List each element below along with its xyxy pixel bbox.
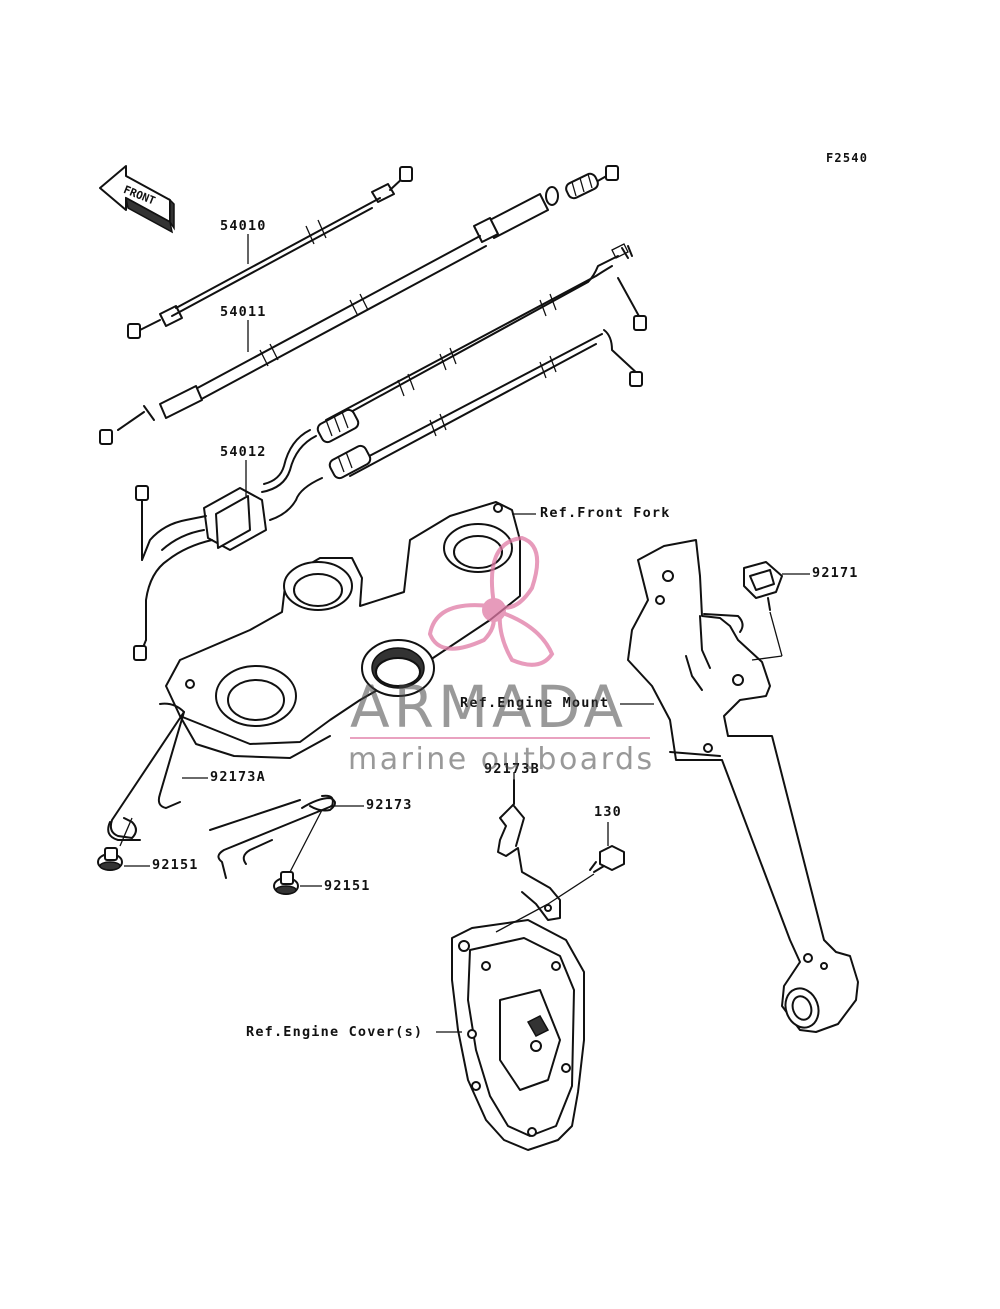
engine-mount-bracket: [627, 539, 859, 1033]
figure-code: F2540: [826, 151, 869, 165]
clutch-cable-54010: [127, 166, 413, 339]
bracket-92173: [209, 794, 336, 879]
front-arrow-label: FRONT: [122, 183, 158, 208]
throttle-cable-54012-lower: [269, 329, 643, 521]
part-label-92173B: 92173B: [484, 761, 540, 777]
watermark-divider: [350, 737, 650, 739]
engine-cover: [451, 919, 585, 1151]
part-label-92151-left: 92151: [152, 857, 199, 873]
bolt-92151-right: [273, 871, 299, 895]
bolt-130: [589, 845, 625, 873]
ref-front-fork: Ref.Front Fork: [540, 505, 671, 521]
ref-engine-cover: Ref.Engine Cover(s): [246, 1024, 424, 1040]
ref-engine-mount: Ref.Engine Mount: [460, 695, 610, 711]
part-label-92151-right: 92151: [324, 878, 371, 894]
part-label-54012: 54012: [220, 444, 267, 460]
front-label-text: FRONT: [122, 183, 158, 208]
throttle-cable-54012-upper: [261, 243, 647, 493]
watermark-brand: ARMADA: [350, 673, 628, 741]
leader-lines: [119, 234, 810, 1033]
clip-92171: [743, 561, 783, 611]
bracket-92173B: [497, 779, 561, 921]
part-label-54011: 54011: [220, 304, 267, 320]
upper-triple-clamp: [165, 501, 521, 759]
bracket-92173A: [107, 702, 185, 841]
front-arrow-icon: [99, 165, 175, 234]
watermark-tagline: marine outboards: [348, 742, 655, 777]
part-label-54010: 54010: [220, 218, 267, 234]
cable-54011: [99, 165, 619, 445]
watermark-logo-icon: [427, 535, 555, 667]
bolt-92151-left: [97, 847, 123, 871]
throttle-junction-block: [133, 485, 267, 661]
part-label-92171: 92171: [812, 565, 859, 581]
part-label-92173A: 92173A: [210, 769, 266, 785]
part-label-92173: 92173: [366, 797, 413, 813]
part-label-130: 130: [594, 804, 622, 820]
